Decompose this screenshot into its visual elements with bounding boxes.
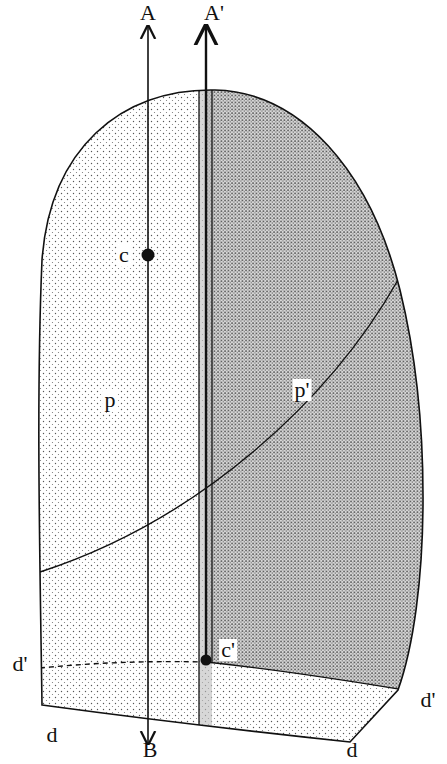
part-letter: d' [13, 653, 28, 675]
part-letter: B [143, 739, 158, 761]
part-letter: p [103, 389, 118, 411]
part-letter: c' [219, 639, 237, 661]
part-letter: p' [293, 379, 312, 401]
part-letter: d [47, 724, 58, 746]
part-letter: A [140, 2, 156, 24]
part-letter: d [347, 739, 358, 761]
part-letter: c [117, 244, 131, 266]
part-letter: A' [204, 2, 224, 24]
part-letter: d' [421, 689, 436, 711]
